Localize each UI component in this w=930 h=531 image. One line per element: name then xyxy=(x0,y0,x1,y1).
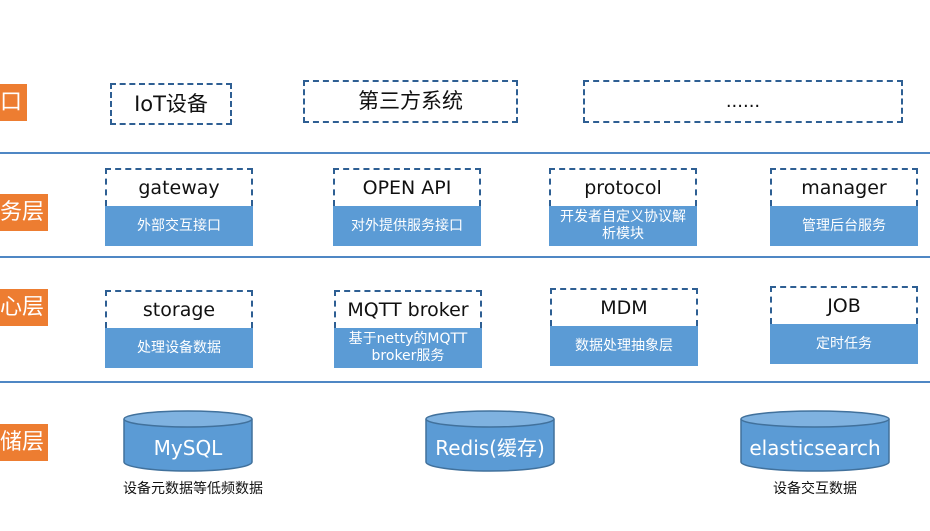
module-gateway: gateway 外部交互接口 xyxy=(105,168,253,246)
database-caption-elasticsearch: 设备交互数据 xyxy=(773,481,857,497)
module-name: JOB xyxy=(770,286,918,324)
database-cylinder-icon xyxy=(740,410,890,472)
database-label: Redis(缓存) xyxy=(435,436,545,460)
database-cylinder-icon xyxy=(123,410,253,472)
divider-core-storage xyxy=(0,381,930,383)
database-label: MySQL xyxy=(153,436,223,460)
module-open-api: OPEN API 对外提供服务接口 xyxy=(333,168,481,246)
database-redis: Redis(缓存) xyxy=(425,410,555,472)
module-storage: storage 处理设备数据 xyxy=(105,290,253,368)
module-name: protocol xyxy=(549,168,697,206)
module-name: manager xyxy=(770,168,918,206)
module-protocol: protocol 开发者自定义协议解析模块 xyxy=(549,168,697,246)
module-desc: 处理设备数据 xyxy=(105,328,253,368)
layer-tag-core: 心层 xyxy=(0,289,48,326)
layer-tag-service: 务层 xyxy=(0,194,48,231)
module-desc: 外部交互接口 xyxy=(105,206,253,246)
module-mdm: MDM 数据处理抽象层 xyxy=(550,288,698,366)
module-manager: manager 管理后台服务 xyxy=(770,168,918,246)
module-name: MDM xyxy=(550,288,698,326)
module-desc: 基于netty的MQTT broker服务 xyxy=(334,328,482,368)
layer-tag-storage: 储层 xyxy=(0,424,48,461)
module-desc: 管理后台服务 xyxy=(770,206,918,246)
access-iot-device: IoT设备 xyxy=(110,83,232,125)
database-elasticsearch: elasticsearch xyxy=(740,410,890,472)
module-mqtt-broker: MQTT broker 基于netty的MQTT broker服务 xyxy=(334,290,482,368)
module-name: MQTT broker xyxy=(334,290,482,328)
module-desc: 定时任务 xyxy=(770,324,918,364)
divider-access-service xyxy=(0,152,930,154)
module-name: OPEN API xyxy=(333,168,481,206)
database-mysql: MySQL xyxy=(123,410,253,472)
module-desc: 开发者自定义协议解析模块 xyxy=(549,206,697,246)
database-cylinder-icon xyxy=(425,410,555,472)
access-more: ...... xyxy=(583,80,903,123)
module-desc: 数据处理抽象层 xyxy=(550,326,698,366)
module-name: gateway xyxy=(105,168,253,206)
divider-service-core xyxy=(0,256,930,258)
database-label: elasticsearch xyxy=(749,436,881,460)
access-third-party-system: 第三方系统 xyxy=(303,80,518,123)
module-name: storage xyxy=(105,290,253,328)
database-caption-mysql: 设备元数据等低频数据 xyxy=(123,481,263,497)
module-job: JOB 定时任务 xyxy=(770,286,918,364)
layer-tag-access: 口 xyxy=(0,84,27,121)
module-desc: 对外提供服务接口 xyxy=(333,206,481,246)
